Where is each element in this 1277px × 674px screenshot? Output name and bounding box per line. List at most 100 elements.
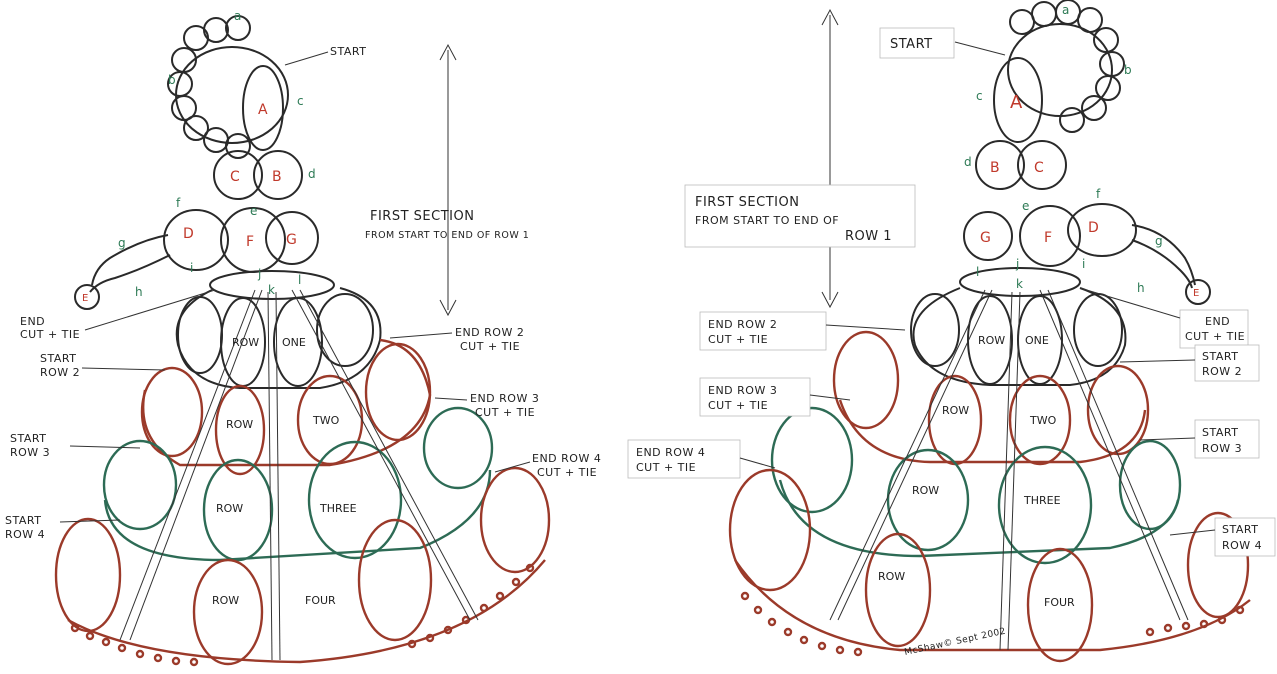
left-from-start: FROM START TO END OF ROW 1 xyxy=(365,230,529,241)
left-row1-b: ONE xyxy=(282,336,306,349)
right-start-row2-b: ROW 2 xyxy=(1202,365,1242,378)
right-row-two xyxy=(832,330,1150,466)
left-picots xyxy=(70,563,535,667)
left-chain-k: k xyxy=(268,283,275,297)
left-ring-label-c: C xyxy=(230,169,240,185)
left-ring-label-e: E xyxy=(82,293,88,304)
left-ring-label-d: D xyxy=(183,226,194,242)
left-ring-label-g: G xyxy=(286,232,297,248)
right-ring-C xyxy=(1017,140,1067,190)
right-ring-label-g: G xyxy=(980,230,991,246)
right-end-row4-box: END ROW 4 CUT + TIE xyxy=(627,439,741,479)
left-ring-E xyxy=(74,284,100,310)
left-end-row2-b: CUT + TIE xyxy=(460,340,520,353)
right-start-row2-box: START ROW 2 xyxy=(1194,344,1260,382)
left-row-two xyxy=(140,338,432,476)
left-ring-A xyxy=(242,65,284,151)
right-skirt-stems xyxy=(829,289,1189,651)
right-row-four xyxy=(728,468,1251,663)
left-start-row2-b: ROW 2 xyxy=(40,366,80,379)
right-chain-a: a xyxy=(1062,3,1069,17)
right-row2-b: TWO xyxy=(1029,414,1057,427)
left-chain-h: h xyxy=(135,285,143,299)
right-ring-label-d: D xyxy=(1088,220,1099,236)
right-ring-G xyxy=(963,211,1013,261)
right-row3-b: THREE xyxy=(1023,494,1061,507)
right-start-row4-b: ROW 4 xyxy=(1222,539,1262,552)
left-start-row3-a: START xyxy=(10,432,46,445)
left-ring-B xyxy=(253,150,303,200)
left-chain-f: f xyxy=(176,196,181,210)
left-diagram: START FIRST SECTION FROM START TO END OF… xyxy=(5,9,601,667)
left-end-row3-b: CUT + TIE xyxy=(475,406,535,419)
right-first-section-2: FROM START TO END OF xyxy=(695,214,839,227)
right-row2-a: ROW xyxy=(942,404,969,417)
right-end-row2-b: CUT + TIE xyxy=(708,333,768,346)
left-skirt-stems xyxy=(119,289,479,661)
right-chain-f: f xyxy=(1096,187,1101,201)
right-first-section-3: ROW 1 xyxy=(845,229,892,244)
right-ring-label-c: C xyxy=(1034,160,1044,176)
left-start-row4-b: ROW 4 xyxy=(5,528,45,541)
right-first-section-1: FIRST SECTION xyxy=(695,195,799,210)
right-ring-B xyxy=(975,140,1025,190)
left-first-section: FIRST SECTION xyxy=(370,209,474,224)
left-end-cut-tie: CUT + TIE xyxy=(20,328,80,341)
left-start-label: START xyxy=(330,45,366,58)
left-end-row4-b: CUT + TIE xyxy=(537,466,597,479)
right-row3-a: ROW xyxy=(912,484,939,497)
right-end-row2-a: END ROW 2 xyxy=(708,318,777,331)
right-row-three xyxy=(770,406,1182,565)
left-ring-C xyxy=(213,150,263,200)
right-start-row4-box: START ROW 4 xyxy=(1214,517,1276,557)
left-ring-label-f: F xyxy=(246,234,254,250)
right-end-row4-a: END ROW 4 xyxy=(636,446,705,459)
right-row4-b: FOUR xyxy=(1044,596,1075,609)
right-end-row2-box: END ROW 2 CUT + TIE xyxy=(699,311,827,351)
left-row4-a: ROW xyxy=(212,594,239,607)
left-row3-a: ROW xyxy=(216,502,243,515)
right-chain-h: h xyxy=(1137,281,1145,295)
right-row-one xyxy=(910,287,1127,386)
right-start-row2-a: START xyxy=(1202,350,1238,363)
right-ring-A xyxy=(993,57,1043,143)
right-ring-label-f: F xyxy=(1044,230,1052,246)
right-ring-label-e: E xyxy=(1193,288,1199,299)
left-row-one xyxy=(175,287,382,389)
right-row1-b: ONE xyxy=(1025,334,1049,347)
left-waist xyxy=(209,270,335,300)
left-chain-a: a xyxy=(234,9,241,23)
right-ring-D xyxy=(1067,203,1137,257)
left-chain-b: b xyxy=(168,73,176,87)
left-chain-d: d xyxy=(308,167,316,181)
right-end-row3-box: END ROW 3 CUT + TIE xyxy=(699,377,811,417)
right-ring-label-a: A xyxy=(1010,92,1023,113)
right-row1-a: ROW xyxy=(978,334,1005,347)
left-start-row4-a: START xyxy=(5,514,41,527)
left-ring-label-b: B xyxy=(272,169,282,185)
left-start-row2-a: START xyxy=(40,352,76,365)
left-chain-j: j xyxy=(257,267,261,281)
right-end-row3-b: CUT + TIE xyxy=(708,399,768,412)
right-start-row3-a: START xyxy=(1202,426,1238,439)
left-end-row2-a: END ROW 2 xyxy=(455,326,524,339)
right-ring-label-b: B xyxy=(990,160,1000,176)
right-end-row3-a: END ROW 3 xyxy=(708,384,777,397)
right-start-row3-b: ROW 3 xyxy=(1202,442,1242,455)
right-chain-c: c xyxy=(976,89,983,103)
right-chain-e: e xyxy=(1022,199,1029,213)
left-end-row3-a: END ROW 3 xyxy=(470,392,539,405)
right-start-row4-a: START xyxy=(1222,523,1258,536)
left-row2-a: ROW xyxy=(226,418,253,431)
right-chain-b: b xyxy=(1124,63,1132,77)
right-diagram: START FIRST SECTION FROM START TO END OF… xyxy=(627,0,1276,663)
left-arm-chain xyxy=(89,254,171,293)
right-chain-k: k xyxy=(1016,277,1023,291)
left-chain-g: g xyxy=(118,236,126,250)
right-end-label: END xyxy=(1205,315,1230,328)
right-row4-a: ROW xyxy=(878,570,905,583)
left-chain-e: e xyxy=(250,204,257,218)
right-first-section-box: FIRST SECTION FROM START TO END OF ROW 1 xyxy=(684,184,916,248)
right-chain-d: d xyxy=(964,155,972,169)
